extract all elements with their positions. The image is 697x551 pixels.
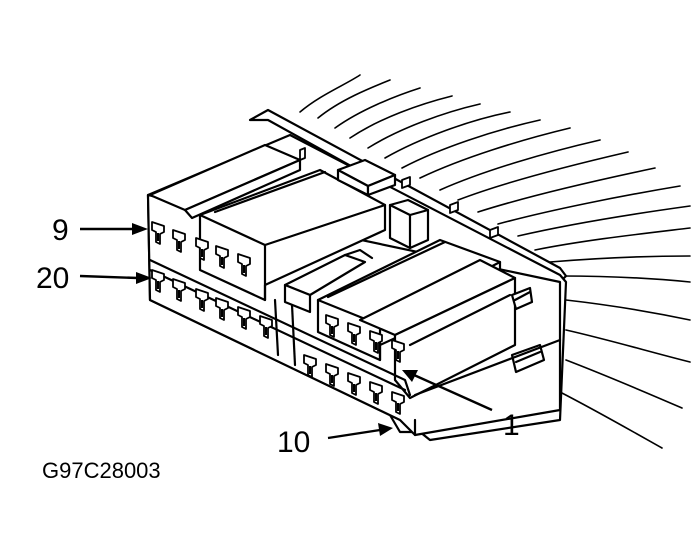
wire [401,119,541,169]
callout-label-20: 20 [36,262,69,295]
pin-cavity [303,354,317,378]
pin-cavity [325,363,339,387]
wire [549,255,691,263]
wire [457,151,629,201]
pin-cavity [369,330,383,354]
pin-cavity [195,237,209,261]
wire [334,87,421,129]
pin-cavity [172,278,186,302]
callout-20: 20 [36,262,152,295]
wire [517,205,691,237]
pin-row-upper [151,221,405,363]
wire [384,111,511,159]
wire [497,185,681,225]
connector-housing [146,108,568,442]
pin-cavity [325,314,339,338]
pin-cavity [347,372,361,396]
wire [561,275,691,283]
callout-9: 9 [52,214,148,247]
wire [439,139,601,191]
callout-label-10: 10 [277,426,310,459]
pin-cavity [391,339,405,363]
wire [299,74,361,113]
pin-cavity [369,381,383,405]
wire [349,95,453,139]
wire [367,103,481,149]
wire-bundle [299,74,691,449]
wire [565,329,691,363]
pin-cavity [215,297,229,321]
pin-cavity [151,269,165,293]
pin-cavity [151,221,165,245]
pin-cavity [347,322,361,346]
pin-cavity [237,253,251,277]
wire [419,127,571,179]
figure-id: G97C28003 [42,458,161,483]
wire [534,227,691,251]
pin-cavity [195,288,209,312]
pin-row-lower [151,269,405,415]
callout-10: 10 [277,423,393,459]
callout-label-9: 9 [52,214,69,247]
pin-cavity [215,245,229,269]
pin-cavity [259,315,273,339]
wire [565,359,683,409]
wire [317,79,391,119]
pin-cavity [172,229,186,253]
pin-cavity [391,391,405,415]
pin-cavity [237,306,251,330]
wire [477,167,656,213]
wire [559,391,663,449]
callout-1: 1 [402,370,520,442]
wire [565,299,691,321]
callout-label-1: 1 [503,409,520,442]
